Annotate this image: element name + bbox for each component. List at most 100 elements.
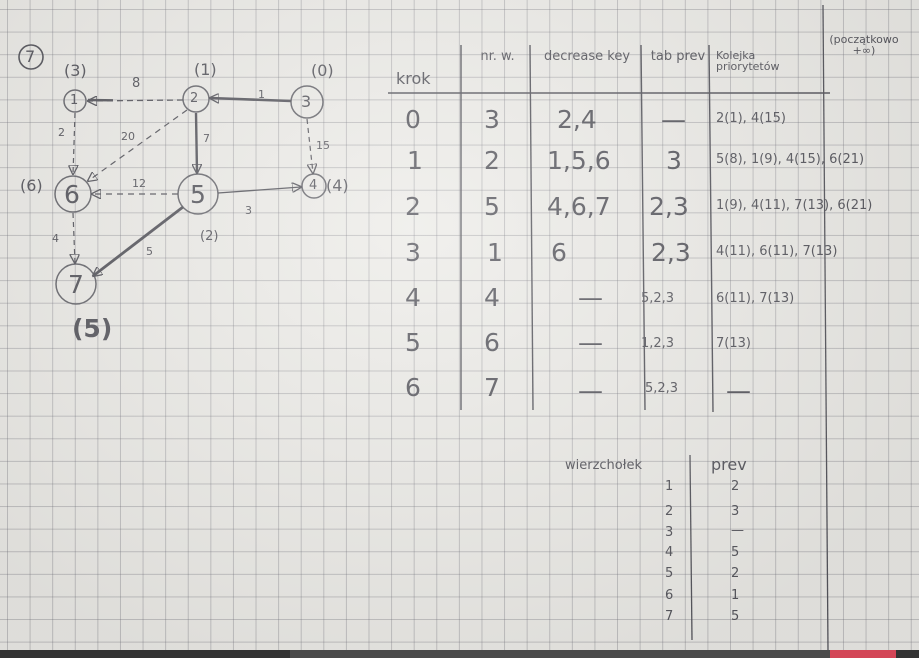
cell-decrease-key: —: [578, 328, 603, 357]
node-6-label: 6: [64, 180, 80, 209]
node-4-key: (4): [326, 176, 349, 195]
cell-tab-prev: 1,2,3: [641, 336, 675, 351]
cell-decrease-key: 6: [551, 238, 567, 267]
node-2-label: 2: [190, 91, 199, 106]
edge-2-1-weight: 8: [132, 76, 141, 91]
edge-3-4-weight: 15: [316, 139, 330, 152]
cell-vertex: 3: [484, 105, 500, 134]
edge-5-7: [93, 205, 184, 276]
cell-step: 5: [405, 328, 421, 357]
cell-queue: 4(11), 6(11), 7(13): [716, 244, 838, 259]
problem-number-circle: [18, 44, 44, 70]
cell-queue: 7(13): [716, 336, 751, 351]
header-tab-prev: tab prev: [650, 49, 706, 64]
edge-2-1: [88, 100, 184, 101]
node-6-key: (6): [20, 176, 43, 195]
edge-3-2-weight: 1: [258, 88, 265, 101]
cell-queue: 2(1), 4(15): [716, 111, 786, 126]
prev-value: 3: [731, 504, 740, 519]
cell-step: 6: [405, 373, 421, 402]
prev-value: 2: [731, 479, 740, 494]
prev-header-vertex: wierzchołek: [565, 458, 642, 473]
cell-decrease-key: —: [578, 283, 603, 312]
edge-1-6-weight: 2: [58, 126, 65, 139]
node-4-label: 4: [309, 178, 318, 193]
table-col-rule-2: [529, 44, 534, 411]
node-3-label: 3: [301, 92, 312, 111]
node-3-circle: [290, 85, 324, 119]
header-priority-queue: Kolejka priorytetów: [716, 49, 780, 73]
prev-vertex: 1: [665, 479, 674, 494]
cell-vertex: 6: [484, 328, 500, 357]
cell-tab-prev: —: [661, 105, 686, 134]
cell-vertex: 4: [484, 283, 500, 312]
cell-queue: 1(9), 4(11), 7(13), 6(21): [716, 198, 873, 213]
edge-6-7: [73, 212, 75, 263]
prev-value: 5: [731, 609, 740, 624]
header-vertex-number: nr. w.: [480, 49, 515, 64]
node-1-circle: [63, 89, 87, 113]
cell-tab-prev: 3: [666, 146, 682, 175]
header-decrease-key: decrease key: [543, 49, 631, 64]
edge-2-5: [196, 112, 197, 173]
node-3-key: (0): [311, 61, 334, 80]
edge-3-4: [306, 118, 313, 173]
cell-queue: —: [726, 376, 751, 405]
prev-vertex: 5: [665, 566, 674, 581]
prev-vertex: 2: [665, 504, 674, 519]
cell-queue: 5(8), 1(9), 4(15), 6(21): [716, 152, 865, 167]
cell-queue: 6(11), 7(13): [716, 291, 795, 306]
node-2-key: (1): [194, 60, 217, 79]
edge-1-6: [73, 112, 75, 174]
prev-table-divider: [689, 454, 693, 641]
cell-vertex: 2: [484, 146, 500, 175]
prev-vertex: 7: [665, 609, 674, 624]
cell-vertex: 7: [484, 373, 500, 402]
prev-value: 5: [731, 545, 740, 560]
node-1-key: (3): [64, 61, 87, 80]
edge-2-1-bold: [87, 98, 184, 103]
cell-tab-prev: 2,3: [651, 238, 691, 267]
cell-step: 1: [407, 146, 423, 175]
header-side-note: (początkowo +∞): [829, 33, 899, 57]
viewer-bottom-bar: [0, 650, 919, 658]
header-krok: krok: [396, 69, 431, 88]
edge-5-7-weight: 5: [146, 245, 153, 258]
prev-vertex: 3: [665, 525, 674, 540]
edge-5-4: [217, 187, 301, 194]
edge-6-7-weight: 4: [52, 232, 59, 245]
cell-vertex: 5: [484, 192, 500, 221]
table-col-rule-5: [822, 4, 829, 651]
viewer-accent-segment[interactable]: [830, 650, 896, 658]
problem-number: 7: [25, 47, 36, 66]
cell-decrease-key: 2,4: [557, 105, 597, 134]
cell-vertex: 1: [487, 238, 503, 267]
cell-tab-prev: 2,3: [649, 192, 689, 221]
edge-5-6-weight: 12: [132, 177, 146, 190]
node-7-label: 7: [68, 270, 84, 299]
cell-decrease-key: —: [578, 376, 603, 405]
node-5-key: (2): [200, 229, 219, 244]
viewer-scroll-track[interactable]: [290, 650, 830, 658]
prev-vertex: 4: [665, 545, 674, 560]
edge-2-6: [88, 109, 188, 181]
node-1-label: 1: [70, 93, 79, 108]
prev-header-prev: prev: [711, 455, 747, 474]
node-5-label: 5: [190, 180, 206, 209]
edge-2-5-weight: 7: [203, 132, 210, 145]
edge-2-6-weight: 20: [121, 130, 135, 143]
node-7-key: (5): [72, 314, 113, 343]
prev-value: —: [731, 523, 744, 538]
table-col-rule-4: [708, 44, 714, 413]
cell-step: 4: [405, 283, 421, 312]
cell-tab-prev: 5,2,3: [641, 291, 675, 306]
edge-3-2: [210, 98, 292, 101]
table-col-rule-3: [640, 44, 646, 411]
prev-value: 2: [731, 566, 740, 581]
cell-step: 3: [405, 238, 421, 267]
prev-vertex: 6: [665, 588, 674, 603]
cell-decrease-key: 1,5,6: [547, 146, 611, 175]
cell-step: 2: [405, 192, 421, 221]
